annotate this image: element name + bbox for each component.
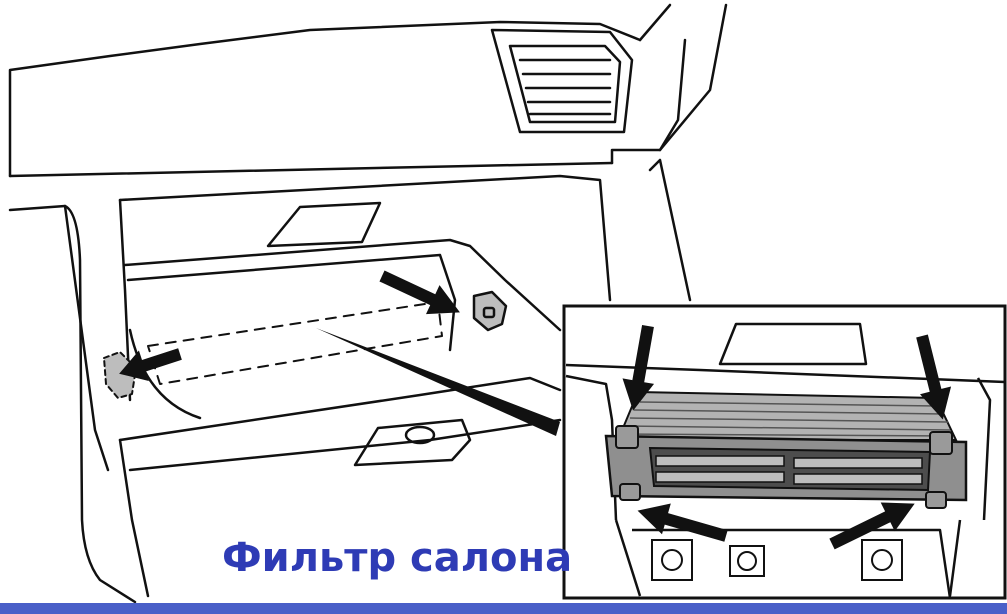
black-arrow-icon-bottom-right: [829, 502, 915, 550]
black-arrow-icon-left: [119, 348, 182, 381]
black-arrow-icon-right: [379, 270, 460, 315]
filter-grille: [655, 455, 923, 485]
glovebox-lid-curve: [128, 328, 202, 420]
detail-glovebox-edge: [565, 363, 1006, 384]
caption-title: Фильтр салона: [222, 535, 573, 581]
damper-clip-icon: [472, 290, 508, 332]
glovebox-inner-ledge: [123, 238, 562, 332]
glovebox-lid-front: [118, 438, 150, 598]
windshield-edge: [638, 3, 672, 42]
glovebox-latch: [353, 418, 472, 467]
dash-left-inner: [63, 204, 110, 472]
dash-left-frame: [8, 204, 137, 604]
detail-mount-bar: [632, 528, 952, 599]
detail-arrows: [622, 324, 952, 550]
dashboard-upper-panel: [8, 20, 642, 178]
glovebox-handle-recess: [266, 201, 382, 248]
dash-right-edge: [648, 158, 692, 302]
detail-panel: [562, 304, 1007, 600]
air-vent: [490, 28, 634, 134]
glovebox-lid-lower: [128, 418, 562, 472]
black-arrow-icon-top-left: [622, 324, 655, 411]
glovebox-inner-floor: [126, 253, 457, 352]
filter-dashed-outline: [147, 301, 443, 385]
glovebox-opening: [118, 174, 612, 302]
detail-right-wall: [976, 377, 992, 521]
glovebox-lid-top: [118, 376, 562, 442]
dashboard-top-edge: [8, 161, 614, 178]
bottom-accent-bar: [0, 603, 1007, 614]
detail-handle: [718, 322, 868, 366]
mounting-bolt-icon: [651, 539, 903, 581]
cabin-filter: [604, 390, 968, 509]
black-arrow-icon-bottom-left: [637, 503, 728, 542]
black-arrow-icon-top-right: [916, 334, 952, 420]
filter-clip-icon: [615, 425, 953, 509]
detail-floor: [614, 519, 962, 597]
a-pillar-inner: [658, 38, 687, 152]
detail-pointer: [316, 328, 560, 436]
main-arrows: [119, 270, 460, 381]
glovebox-latch-button: [404, 425, 436, 445]
